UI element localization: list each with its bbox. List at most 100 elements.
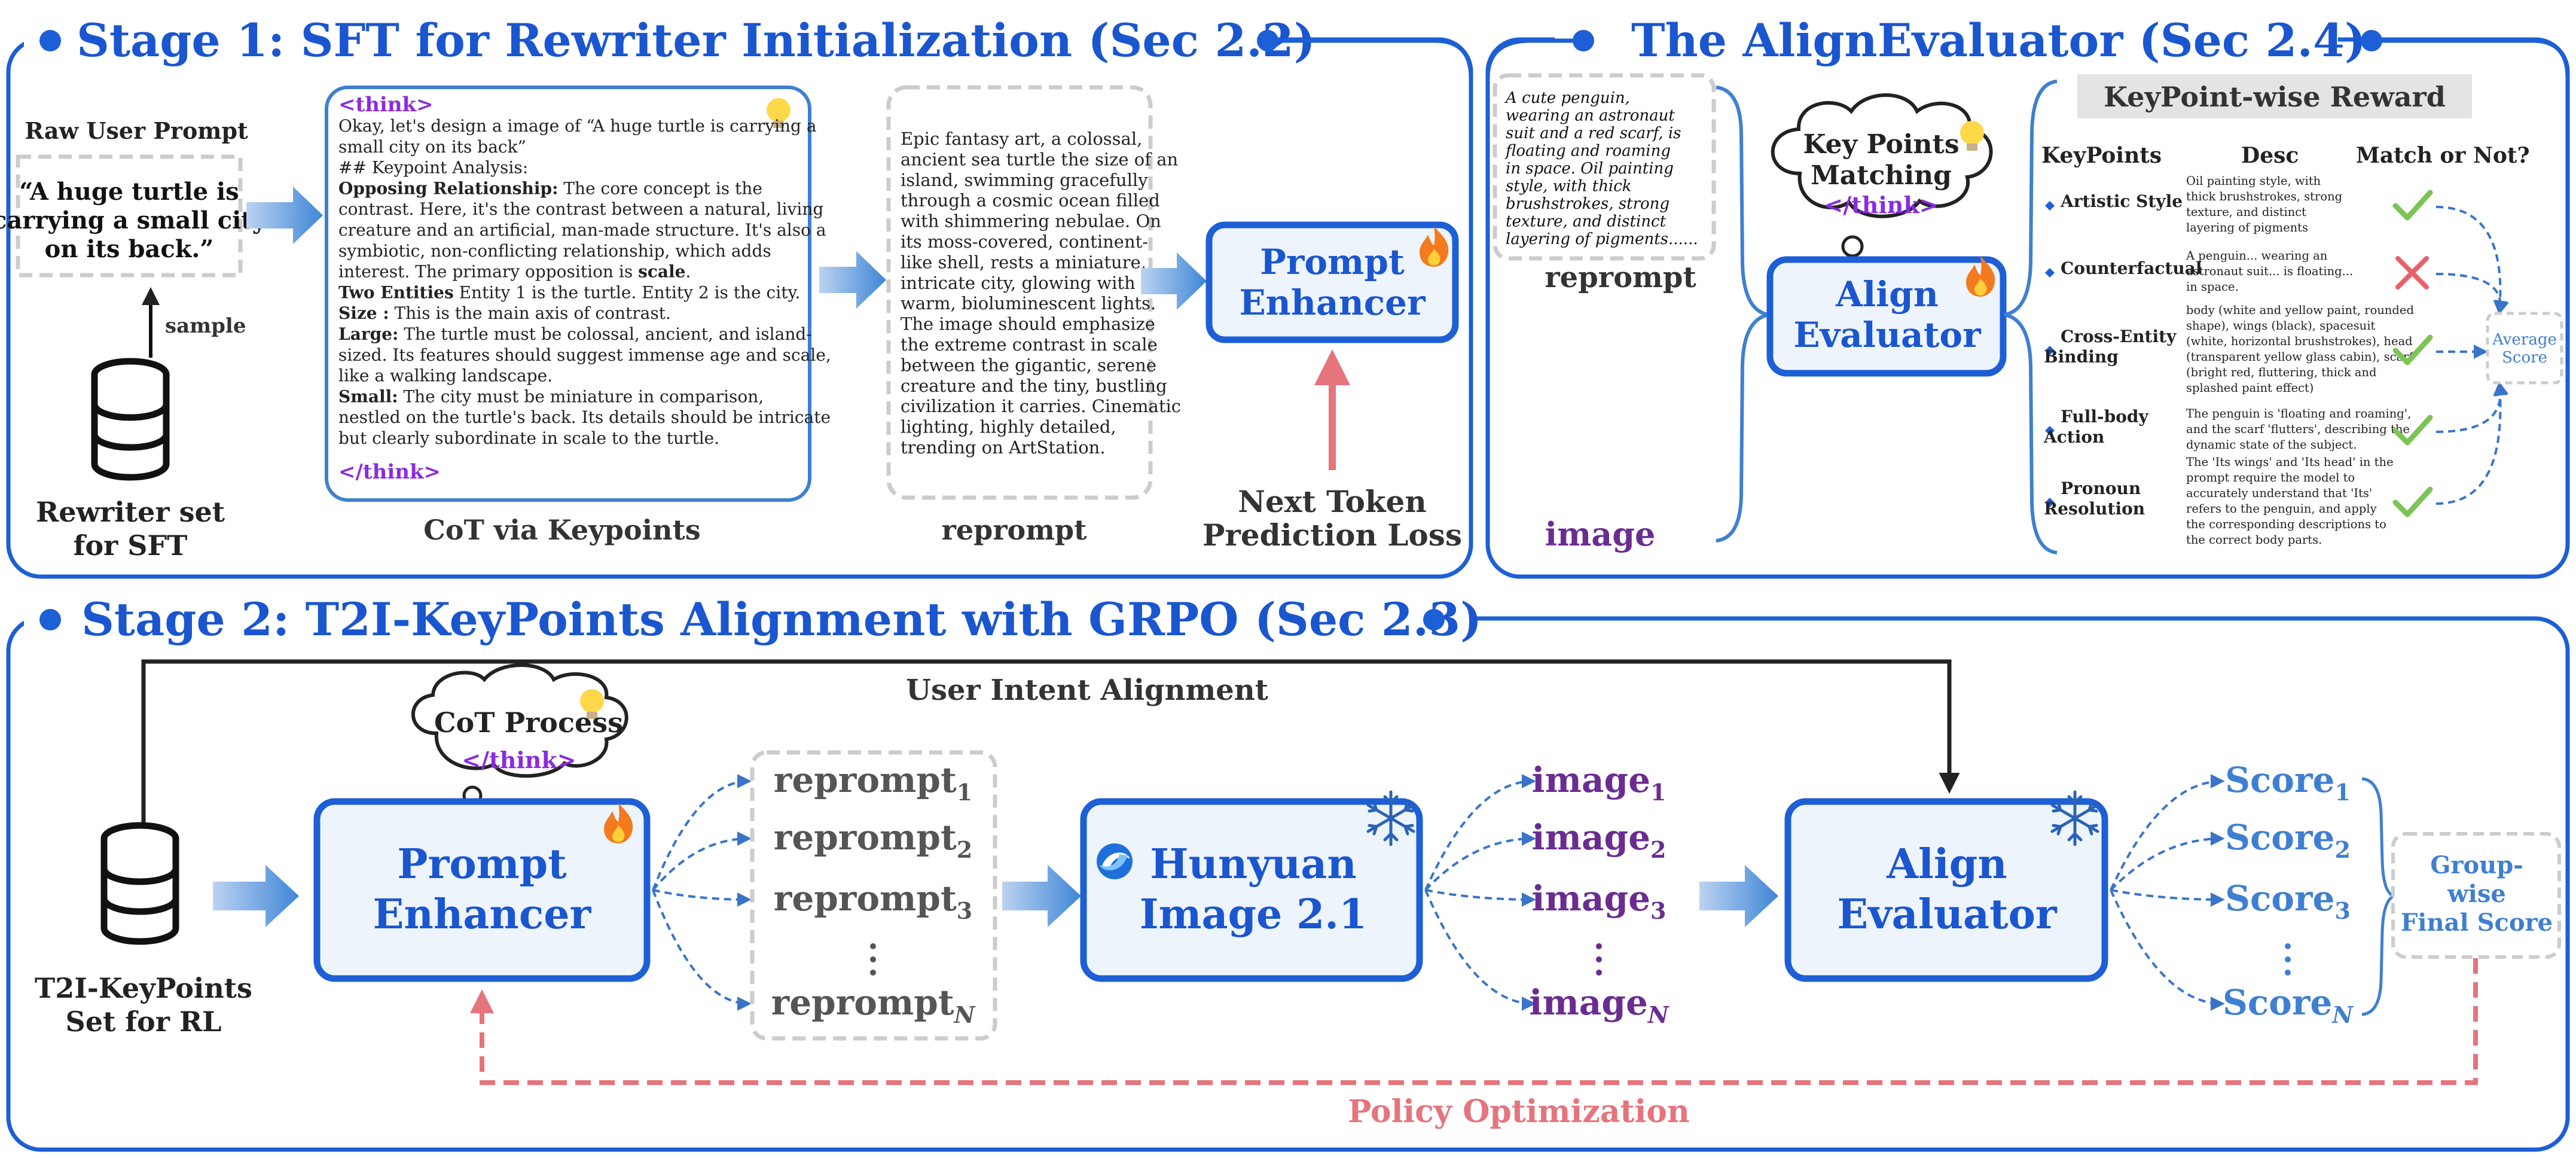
ellipsis-dot: [2285, 943, 2291, 949]
align-evaluator-box-rl: [1784, 798, 2108, 982]
keypoint-desc: (white, horizontal brushstrokes), head: [2186, 334, 2413, 348]
keypoint-desc: (bright red, fluttering, thick and: [2186, 365, 2376, 379]
reprompt-line: creature and the tiny, bustling: [901, 376, 1167, 396]
align-evaluator-title: The AlignEvaluator (Sec 2.4): [1631, 14, 2366, 67]
cot-line: nestled on the turtle's back. Its detail…: [338, 407, 831, 427]
keypoint-name: Resolution: [2044, 499, 2145, 519]
reward-arrow: [2435, 206, 2508, 315]
fan-arrow: [1424, 831, 1536, 891]
raw-prompt-box: [16, 154, 243, 278]
sample-label: sample: [165, 314, 246, 338]
align-reprompt-line: wearing an astronaut: [1506, 107, 1675, 125]
cot-line: This is the main axis of contrast.: [389, 303, 671, 323]
cot-line: interest. The primary opposition is: [338, 262, 638, 282]
align-reprompt-caption: reprompt: [1545, 261, 1696, 294]
cot-line: like a walking landscape.: [338, 366, 553, 386]
fan-arrow: [1424, 889, 1536, 1011]
check-icon: [2392, 415, 2433, 446]
reprompt-line: with shimmering nebulae. On: [901, 211, 1161, 231]
score-item: Score1: [2225, 760, 2351, 806]
prompt-enhancer-box-rl: [313, 798, 651, 982]
keypoint-desc: (transparent yellow glass cabin), scarf: [2186, 350, 2414, 364]
align-reprompt-line: layering of pigments......: [1506, 230, 1698, 248]
reprompt-line: warm, bioluminescent lights.: [901, 293, 1156, 313]
hunyuan-label: Image 2.1: [1140, 891, 1368, 938]
keypoint-name: Pronoun: [2061, 479, 2141, 498]
policy-optimization-line: [470, 958, 2478, 1085]
flow-arrow: [819, 251, 886, 309]
raw-prompt-line: on its back.”: [45, 235, 214, 263]
align-evaluator-label: Align: [1886, 840, 2007, 888]
reprompt-line: lighting, highly detailed,: [901, 417, 1116, 437]
rewriter-set-label: Rewriter set: [36, 496, 225, 528]
think-close-tag: </think>: [338, 460, 441, 484]
rl-database-icon: [104, 825, 176, 941]
keypoint-desc: The penguin is 'floating and roaming',: [2186, 407, 2411, 420]
cot-line: Large:: [338, 324, 398, 344]
reprompt-line: ancient sea turtle the size of an: [901, 149, 1178, 169]
reprompt-line: through a cosmic ocean filled: [901, 190, 1160, 211]
bullet-diamond-icon: [2045, 346, 2055, 355]
score-item: ScoreN: [2223, 982, 2354, 1028]
keypoint-desc: prompt require the model to: [2186, 471, 2355, 484]
hunyuan-box: [1080, 798, 1423, 982]
cloud-think-tag: </think>: [1824, 191, 1938, 218]
fan-arrow: [652, 774, 752, 891]
flow-arrow: [1141, 252, 1207, 310]
keypoint-desc: and the scarf 'flutters', describing the: [2186, 422, 2410, 436]
average-score-label: Score: [2502, 349, 2547, 367]
cot-line: contrast. Here, it's the contrast betwee…: [338, 199, 823, 219]
reprompt-line: the extreme contrast in scale: [901, 334, 1158, 355]
reprompt-item: reprompt3: [774, 878, 972, 924]
keypoint-desc: Oil painting style, with: [2186, 174, 2321, 188]
fan-arrow: [2110, 831, 2225, 891]
keypoint-desc: dynamic state of the subject.: [2186, 438, 2357, 452]
align-reprompt-line: suit and a red scarf, is: [1506, 124, 1681, 142]
keypoint-desc: accurately understand that 'Its': [2186, 486, 2372, 500]
reward-arrow: [2435, 273, 2509, 315]
cot-line: Size :: [338, 303, 389, 323]
prompt-enhancer-label: Enhancer: [373, 891, 592, 938]
rl-set-label: Set for RL: [65, 1005, 221, 1038]
stage2-title-tail-dot: [1423, 609, 1445, 630]
reprompt-caption: reprompt: [942, 514, 1087, 546]
cot-line: Okay, let's design a image of “A huge tu…: [338, 116, 817, 136]
user-intent-line: [141, 659, 1960, 823]
keypoint-desc: shape), wings (black), spacesuit: [2186, 319, 2375, 333]
think-open-tag: <think>: [338, 93, 434, 117]
prompt-enhancer-label: Enhancer: [1239, 282, 1426, 323]
check-icon: [2392, 486, 2433, 517]
check-icon: [2392, 190, 2433, 221]
ellipsis-dot: [1596, 970, 1602, 976]
flow-arrow: [246, 187, 323, 244]
fan-arrow: [2110, 889, 2225, 907]
cot-line: scale: [638, 262, 685, 282]
hunyuan-logo-icon: [1097, 843, 1133, 879]
keypoint-name: Cross-Entity: [2061, 327, 2177, 346]
flow-arrow: [213, 865, 299, 927]
image-item: image3: [1532, 878, 1667, 924]
cot-process-cloud: [411, 663, 628, 816]
cot-line: Opposing Relationship:: [338, 178, 558, 198]
cloud-label: Matching: [1811, 160, 1952, 191]
bullet-diamond-icon: [2045, 201, 2055, 211]
keypoint-desc: splashed paint effect): [2186, 381, 2313, 395]
group-score-box: [2391, 832, 2561, 959]
align-reprompt-line: texture, and distinct: [1506, 213, 1667, 231]
bullet-diamond-icon: [2045, 498, 2055, 507]
col-match: Match or Not?: [2356, 143, 2530, 168]
reprompt-line: like shell, rests a miniature,: [901, 252, 1146, 272]
fan-arrows-image: [1424, 774, 1536, 1011]
stage2-title: Stage 2: T2I-KeyPoints Alignment with GR…: [81, 593, 1482, 646]
cot-keypoints-box: [325, 86, 811, 502]
fan-arrow: [652, 831, 752, 891]
ellipsis-dot: [2285, 970, 2291, 976]
cot-line: ## Keypoint Analysis:: [338, 158, 528, 178]
cot-line: symbiotic, non-conflicting relationship,…: [338, 241, 771, 261]
cot-line: creature and an artificial, man-made str…: [338, 220, 826, 240]
stage1-title-dot: [39, 30, 61, 51]
cot-line: Entity 1 is the turtle. Entity 2 is the …: [454, 282, 801, 302]
user-intent-label: User Intent Alignment: [906, 674, 1268, 707]
